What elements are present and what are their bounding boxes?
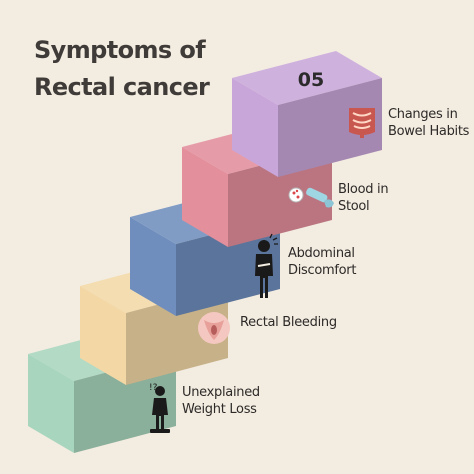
step-left-face bbox=[80, 286, 126, 385]
step-right-face bbox=[126, 286, 228, 385]
step-label-line: Rectal Bleeding bbox=[240, 315, 337, 330]
step-number-05: 05 bbox=[298, 69, 324, 91]
step-label-line: Stool bbox=[338, 199, 370, 214]
step-block-05: 05 bbox=[232, 51, 382, 177]
step-left-face bbox=[28, 354, 74, 453]
step-label-04: Blood in Stool bbox=[338, 181, 389, 215]
step-left-face bbox=[182, 147, 228, 247]
step-label-line: Bowel Habits bbox=[388, 124, 470, 139]
person-weight-loss-icon: !? bbox=[149, 383, 170, 433]
step-label-line: Discomfort bbox=[288, 263, 357, 278]
step-top-face bbox=[232, 51, 382, 105]
step-right-face bbox=[228, 147, 332, 247]
svg-text:!?: !? bbox=[149, 383, 158, 393]
step-right-face bbox=[176, 217, 280, 316]
step-right-face bbox=[74, 354, 176, 453]
step-label-line: Unexplained bbox=[182, 385, 260, 400]
step-label-line: Blood in bbox=[338, 182, 389, 197]
step-right-face bbox=[278, 78, 382, 177]
step-label-05: Changes in Bowel Habits bbox=[388, 106, 469, 140]
title-line-2: Rectal cancer bbox=[34, 73, 210, 101]
person-abdominal-pain-icon bbox=[255, 233, 278, 298]
intestines-icon bbox=[349, 108, 375, 138]
step-label-line: Changes in bbox=[388, 107, 458, 122]
step-left-face bbox=[232, 78, 278, 177]
step-left-face bbox=[130, 217, 176, 316]
step-label-line: Abdominal bbox=[288, 246, 355, 261]
title-line-1: Symptoms of bbox=[34, 36, 206, 64]
blood-test-icon bbox=[288, 187, 334, 208]
step-label-02: Rectal Bleeding bbox=[240, 314, 337, 331]
rectum-icon bbox=[198, 312, 230, 344]
step-label-line: Weight Loss bbox=[182, 402, 257, 417]
